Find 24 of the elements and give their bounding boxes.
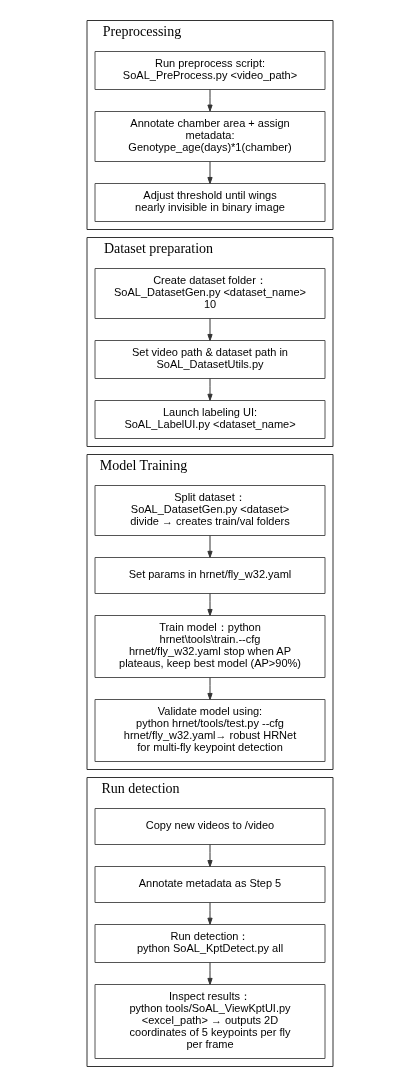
node-box: Launch labeling UI: SoAL_LabelUI.py <dataset_name> [94,400,326,439]
node-box: Train model：python hrnet\tools\train.--cfg hrnet/fly_w32.yaml stop when AP plateaus, keep best model (AP>90%) [94,615,326,678]
node-box: Annotate metadata as Step 5 [94,866,326,903]
arrow [207,161,213,184]
node-box: Run preprocess script: SoAL_PreProcess.py <video_path> [94,51,326,90]
node-box: Split dataset： SoAL_DatasetGen.py <dataset> divide → creates train/val folders [94,485,326,536]
arrow [207,378,213,401]
node-box: Set video path & dataset path in SoAL_DatasetUtils.py [94,340,326,379]
arrow [207,902,213,925]
arrow [207,318,213,341]
arrow [207,89,213,112]
arrow [207,962,213,985]
node-box: Validate model using: python hrnet/tools/test.py --cfg hrnet/fly_w32.yaml→ robust HRNet for multi-fly keypoint detection [94,699,326,762]
arrow [207,677,213,700]
node-box: Run detection： python SoAL_KptDetect.py all [94,924,326,963]
node-box: Annotate chamber area + assign metadata: Genotype_age(days)*1(chamber) [94,111,326,162]
node-box: Copy new videos to /video [94,808,326,845]
node-box: Adjust threshold until wings nearly invisible in binary image [94,183,326,222]
node-box: Set params in hrnet/fly_w32.yaml [94,557,326,594]
arrow [207,593,213,616]
arrow [207,844,213,867]
node-box: Inspect results： python tools/SoAL_ViewKptUI.py <excel_path> → outputs 2D coordinates of 5 keypoints per fly per frame [94,984,326,1059]
arrow [207,535,213,558]
node-box: Create dataset folder： SoAL_DatasetGen.py <dataset_name> 10 [94,268,326,319]
